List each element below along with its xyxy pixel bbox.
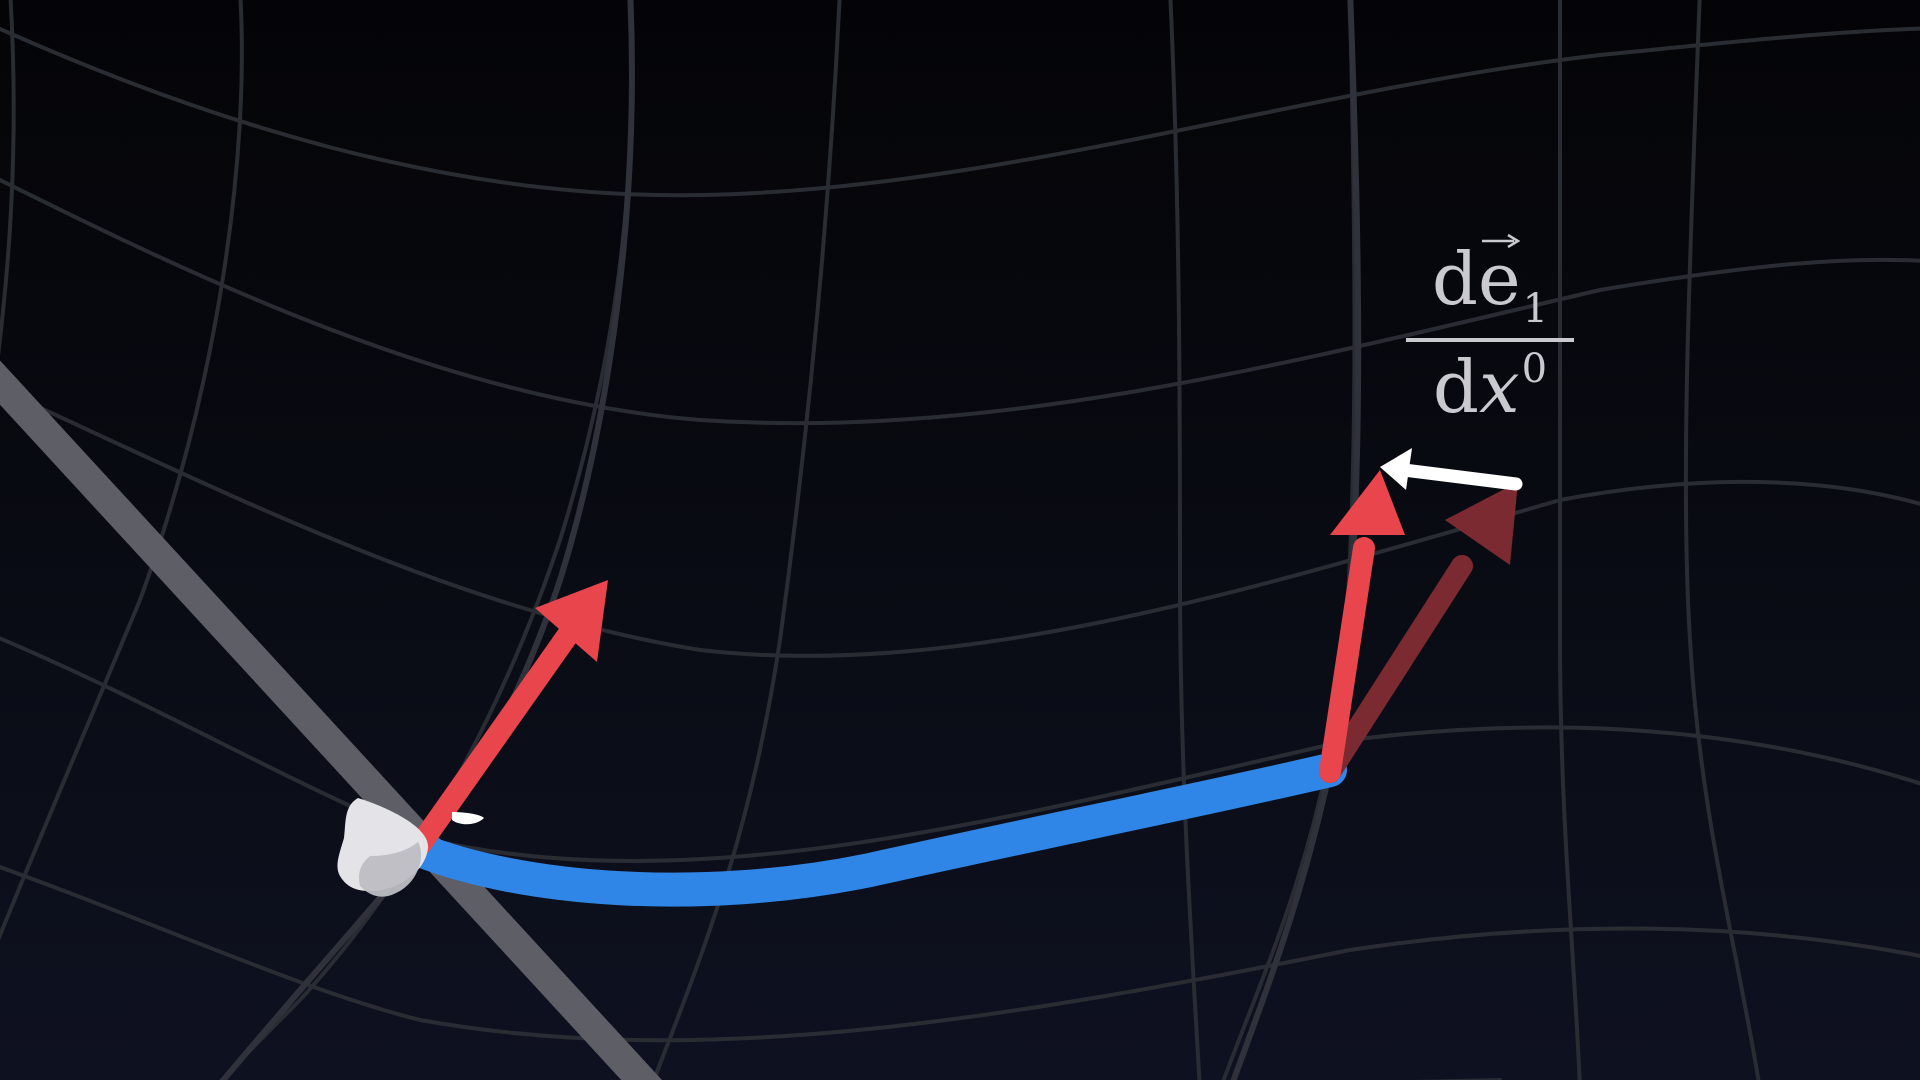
particle-rock-icon	[337, 798, 484, 897]
vector-arrow-icon	[1482, 234, 1521, 248]
grid-line-highlight	[219, 0, 635, 1080]
grid-line-h	[0, 26, 1920, 198]
grid-line-v	[1221, 0, 1357, 1080]
numerator-e: e	[1478, 237, 1521, 321]
grid-line-v	[651, 0, 842, 1080]
grid-line-v	[1557, 0, 1582, 1080]
numerator-subscript: 1	[1522, 286, 1549, 332]
formula-denominator: dx0	[1400, 345, 1580, 438]
grid-line-v	[0, 0, 244, 941]
grid-line-h	[0, 636, 1920, 863]
grid-line-highlight	[1230, 0, 1362, 1080]
grid-line-v	[1168, 0, 1202, 1080]
difference-vector	[1380, 448, 1523, 491]
grid-line-h	[0, 386, 1920, 658]
particle-path	[403, 753, 1347, 907]
basis-vector-symbol: e1	[1478, 234, 1549, 332]
grid-line-v	[0, 0, 16, 357]
basis-vector-start	[409, 580, 608, 856]
transported-vector	[1319, 482, 1518, 783]
basis-vector-end	[1319, 470, 1405, 783]
grid-line-h	[0, 865, 1920, 1043]
worldline-beam	[0, 360, 662, 1080]
fraction-bar	[1406, 338, 1574, 342]
grid-line-v	[1683, 0, 1761, 1080]
grid-line-h	[0, 177, 1920, 426]
numerator-d: d	[1431, 237, 1479, 321]
denominator-d: d	[1432, 345, 1480, 429]
denominator-superscript: 0	[1521, 346, 1548, 392]
denominator-x: x	[1479, 345, 1520, 429]
